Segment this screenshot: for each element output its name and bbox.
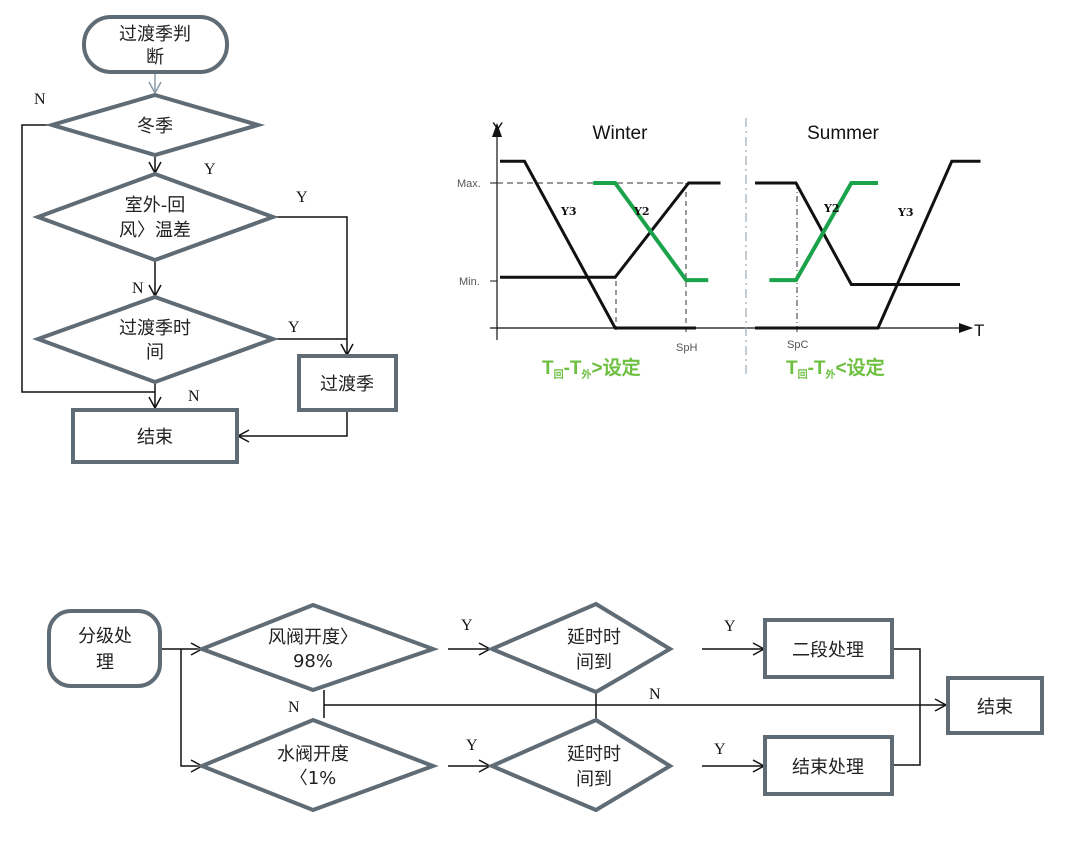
condition-summer: T回-T外<设定	[786, 356, 885, 381]
panel-title-winter: Winter	[593, 123, 649, 144]
connector-diff-yes	[273, 216, 354, 357]
label-n: N	[188, 388, 200, 405]
condition-winter: T回-T外>设定	[542, 356, 641, 381]
decision-transition-time-text-2: 间	[146, 342, 164, 363]
process-transition	[297, 354, 398, 412]
series-y3-summer	[755, 159, 981, 330]
label-n: N	[132, 280, 144, 297]
series-layer	[500, 159, 981, 330]
series-y2-summer	[755, 181, 960, 286]
cond-t: T	[786, 358, 798, 379]
process-end-text: 结束	[977, 697, 1013, 718]
decision-water-valve-text-2: 〈1%	[290, 768, 337, 789]
decision-temp-diff-text-1: 室外-回	[125, 195, 186, 216]
valve-control-chart: Y T Max. Min. Winter Summer SpH SpC Y3 Y…	[457, 118, 984, 381]
curve-label-y2-winter: Y2	[633, 205, 650, 218]
label-y: Y	[288, 319, 300, 336]
process-stage2-text: 二段处理	[792, 640, 864, 661]
flowchart-transition-season: 过渡季判 断 冬季 室外-回 风〉温差 过渡季时 间 过渡季 结束 N Y Y …	[21, 15, 398, 464]
start-text-2: 断	[146, 47, 164, 68]
decision-air-valve-text-1: 风阀开度〉	[268, 627, 358, 648]
y-tick-max: Max.	[457, 178, 481, 190]
cond-t: T	[542, 358, 554, 379]
decision-transition-time	[32, 294, 279, 385]
decision-winter-text: 冬季	[137, 116, 173, 137]
label-n: N	[34, 91, 46, 108]
process-end-handling-text: 结束处理	[792, 757, 864, 778]
cond-sub: 回	[798, 369, 808, 381]
decision-delay-1-text-2: 间到	[576, 652, 612, 673]
start-terminator	[47, 609, 162, 688]
process-stage2	[763, 618, 894, 679]
decision-air-valve-text-2: 98%	[293, 651, 333, 672]
label-y: Y	[296, 189, 308, 206]
process-end-text: 结束	[137, 427, 173, 448]
cond-sub: 外	[581, 368, 592, 381]
start-terminator	[82, 15, 229, 74]
connector-transition-end	[236, 410, 348, 443]
decision-delay-2-text-2: 间到	[576, 769, 612, 790]
curve-label-y3-summer: Y3	[897, 206, 914, 219]
label-y: Y	[204, 161, 216, 178]
y-tick-min: Min.	[459, 276, 480, 288]
decision-temp-diff-text-2: 风〉温差	[119, 220, 191, 241]
decision-delay-1-text-1: 延时时	[567, 627, 621, 648]
curve-label-y2-summer: Y2	[823, 202, 840, 215]
label-n: N	[288, 699, 300, 716]
x-axis-label: T	[974, 321, 984, 340]
cond-mid: -T	[808, 358, 826, 379]
start-text-2: 理	[96, 652, 114, 673]
cond-suffix: <设定	[836, 356, 885, 379]
process-end	[71, 408, 239, 464]
panel-title-summer: Summer	[807, 123, 879, 144]
setpoint-spc: SpC	[787, 339, 808, 351]
series-green-summer	[769, 181, 878, 283]
flowchart-staged-processing: 分级处 理 风阀开度〉 98% 水阀开度 〈1% 延时时 间到 延时时 间到 二…	[47, 601, 1044, 813]
decision-water-valve-text-1: 水阀开度	[277, 744, 349, 765]
decision-temp-diff	[32, 171, 279, 263]
decision-delay-1	[486, 601, 674, 695]
start-text-1: 分级处	[78, 626, 132, 647]
label-y: Y	[461, 617, 473, 634]
process-transition-text: 过渡季	[320, 374, 374, 395]
setpoint-sph: SpH	[676, 342, 697, 354]
decision-delay-2	[486, 717, 674, 813]
cond-mid: -T	[564, 358, 582, 379]
decision-transition-time-text-1: 过渡季时	[119, 318, 191, 339]
connector-merge	[893, 648, 921, 766]
label-n: N	[649, 686, 661, 703]
cond-sub: 外	[825, 368, 836, 381]
label-y: Y	[724, 618, 736, 635]
process-end-handling	[763, 735, 894, 796]
series-y2-winter	[500, 181, 721, 279]
series-green-winter	[593, 181, 709, 283]
connector-winter-no	[21, 124, 155, 393]
decision-water-valve	[196, 717, 439, 813]
decision-winter	[44, 92, 266, 158]
series-y3-winter	[500, 159, 696, 330]
start-text-1: 过渡季判	[119, 24, 191, 45]
label-y: Y	[466, 737, 478, 754]
decision-delay-2-text-1: 延时时	[567, 744, 621, 765]
cond-suffix: >设定	[592, 356, 641, 379]
connector	[180, 649, 204, 773]
y-axis-label: Y	[492, 119, 503, 138]
decision-air-valve	[196, 602, 439, 693]
label-y: Y	[714, 741, 726, 758]
process-end	[946, 676, 1044, 735]
curve-label-y3-winter: Y3	[560, 205, 577, 218]
cond-sub: 回	[554, 369, 564, 381]
